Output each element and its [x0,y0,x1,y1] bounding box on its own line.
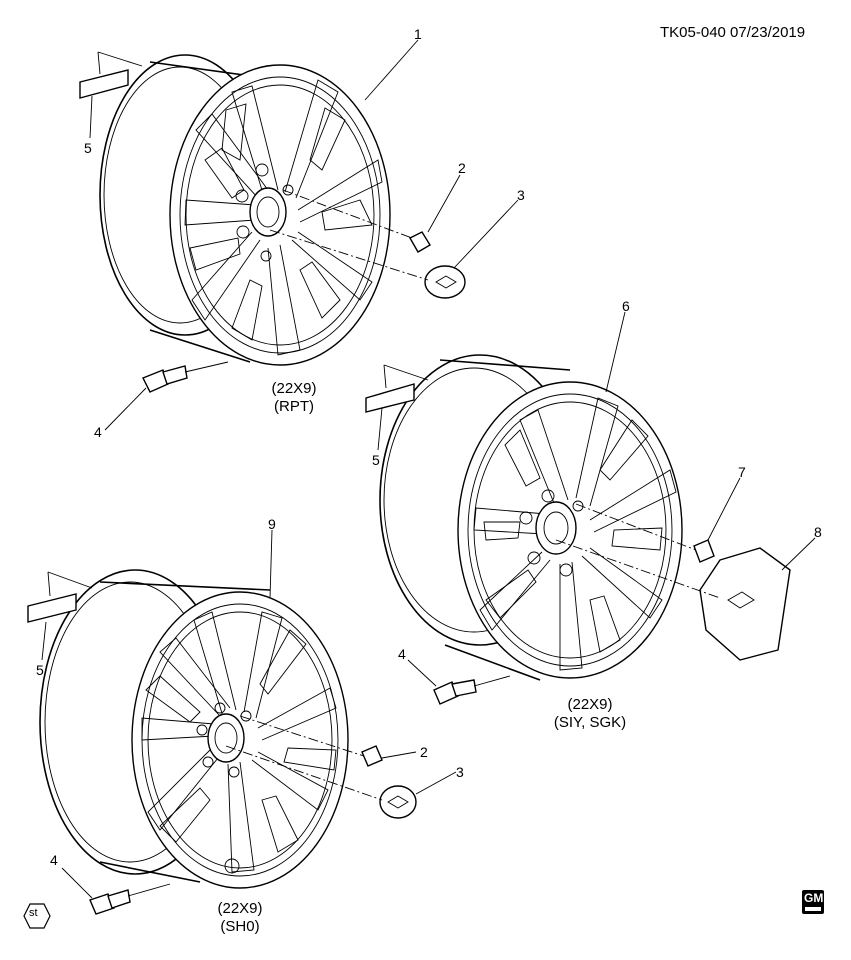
callout-4: 4 [398,646,406,662]
st-badge-label: st [29,907,38,919]
gm-logo-label: GM [804,891,824,905]
callout-3: 3 [517,187,525,203]
callout-8: 8 [814,524,822,540]
caption-siy-size: (22X9) [567,696,613,713]
caption-rpt-code: (RPT) [274,398,314,415]
caption-siy-code: (SIY, SGK) [553,714,627,731]
gm-logo [802,890,824,914]
callout-1: 1 [414,26,422,42]
callout-2: 2 [458,160,466,176]
callout-6: 6 [622,298,630,314]
wheel-siy-sgk [365,354,791,705]
diagram-reference: TK05-040 07/23/2019 [660,24,806,41]
callout-4: 4 [94,424,102,440]
callout-4: 4 [50,852,58,868]
wheel-rpt [79,51,466,393]
callout-5: 5 [372,452,380,468]
callout-3: 3 [456,764,464,780]
leader-lines [41,39,816,899]
callout-5: 5 [36,662,44,678]
st-badge [23,903,51,929]
callout-5: 5 [84,140,92,156]
caption-sh0-size: (22X9) [217,900,263,917]
callout-7: 7 [738,464,746,480]
caption-rpt-size: (22X9) [271,380,317,397]
callout-9: 9 [268,516,276,532]
callout-2: 2 [420,744,428,760]
wheel-sh0 [27,569,417,915]
caption-sh0-code: (SH0) [220,918,260,935]
